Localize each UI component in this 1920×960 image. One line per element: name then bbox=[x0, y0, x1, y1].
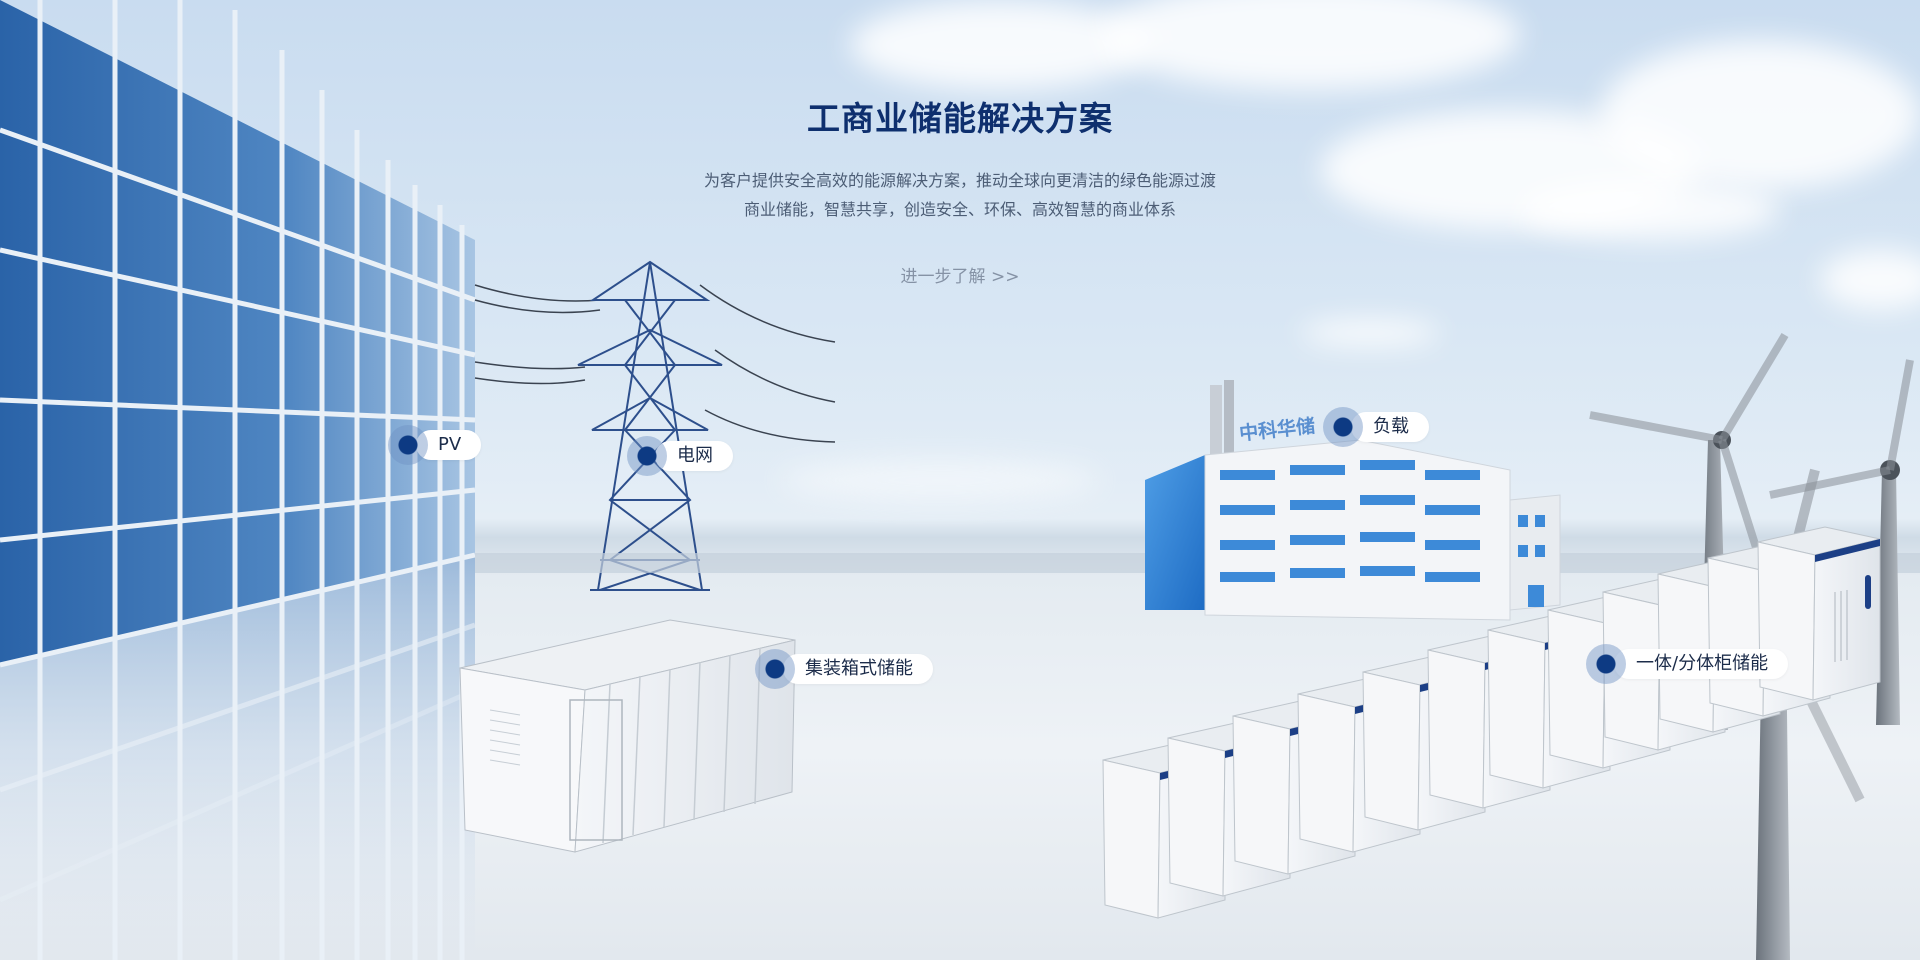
hotspot-dot-icon bbox=[388, 425, 428, 465]
factory-sign: 中科华储 bbox=[1238, 414, 1316, 445]
cabinet-storage-row bbox=[1102, 526, 1881, 919]
transmission-tower bbox=[577, 260, 723, 591]
factory-building bbox=[1145, 380, 1561, 621]
hotspot-dot-icon bbox=[755, 649, 795, 689]
learn-more-link[interactable]: 进一步了解 >> bbox=[900, 267, 1020, 287]
hero-subtitle: 为客户提供安全高效的能源解决方案，推动全球向更清洁的绿色能源过渡 商业储能，智慧… bbox=[560, 166, 1360, 224]
glass-facade bbox=[0, 0, 477, 960]
hotspot-load[interactable]: 负载 bbox=[1323, 407, 1429, 447]
subtitle-line-2: 商业储能，智慧共享，创造安全、环保、高效智慧的商业体系 bbox=[743, 200, 1176, 219]
hotspot-dot-icon bbox=[1586, 644, 1626, 684]
cloud bbox=[1300, 320, 1440, 346]
cloud bbox=[850, 0, 1150, 90]
container-storage-unit bbox=[459, 619, 796, 853]
hotspot-container-storage[interactable]: 集装箱式储能 bbox=[755, 649, 933, 689]
subtitle-line-1: 为客户提供安全高效的能源解决方案，推动全球向更清洁的绿色能源过渡 bbox=[703, 171, 1216, 190]
hotspot-label: 一体/分体柜储能 bbox=[1614, 649, 1789, 679]
hotspot-dot-icon bbox=[627, 436, 667, 476]
hotspot-label: 集装箱式储能 bbox=[783, 654, 933, 684]
cloud bbox=[1820, 250, 1920, 310]
cloud bbox=[780, 460, 1100, 500]
hotspot-label: 负载 bbox=[1351, 412, 1429, 442]
power-lines bbox=[474, 284, 836, 443]
hotspot-pv[interactable]: PV bbox=[388, 425, 482, 465]
cloud bbox=[1520, 180, 1780, 240]
hotspot-label: 电网 bbox=[655, 441, 733, 471]
hotspot-dot-icon bbox=[1323, 407, 1363, 447]
hotspot-cabinet-storage[interactable]: 一体/分体柜储能 bbox=[1586, 644, 1789, 684]
cloud bbox=[1100, 0, 1520, 90]
cloud bbox=[1600, 40, 1920, 190]
page-title: 工商业储能解决方案 bbox=[807, 99, 1113, 138]
hotspot-grid[interactable]: 电网 bbox=[627, 436, 733, 476]
